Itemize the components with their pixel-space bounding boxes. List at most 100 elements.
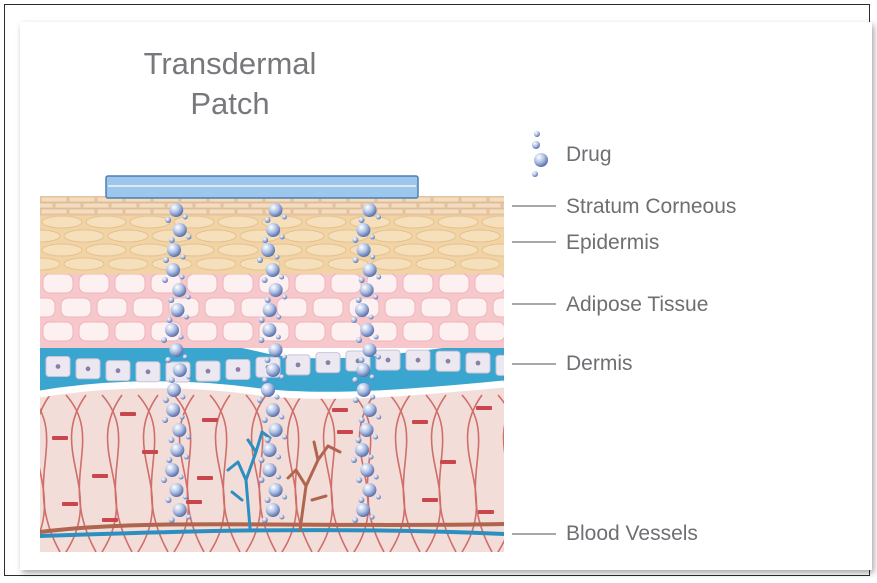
epidermis-cell [20, 258, 60, 270]
drug-particle [257, 257, 263, 263]
drug-particle [169, 237, 175, 243]
dermis-cell [496, 355, 520, 375]
drug-particle [360, 423, 374, 437]
epidermis-cell [372, 258, 412, 270]
drug-particle [184, 455, 189, 460]
drug-particle [163, 397, 169, 403]
epidermis-cell [482, 216, 522, 228]
drug-particle [374, 475, 379, 480]
drug-particle [356, 337, 362, 343]
adipose-cell [475, 322, 505, 341]
drug-particle [376, 275, 381, 280]
drug-particle [165, 217, 171, 223]
drug-particle [180, 415, 185, 420]
stratum-brick [489, 209, 515, 214]
epidermis-cell [394, 216, 434, 228]
adipose-cell [439, 274, 469, 293]
dermis-label: Dermis [566, 351, 633, 377]
drug-particle [258, 477, 264, 483]
drug-particle [358, 357, 364, 363]
drug-label: Drug [566, 142, 612, 168]
drug-particle [179, 335, 184, 340]
stratum-brick [237, 209, 263, 214]
drug-particle [262, 323, 276, 337]
epidermis-cell [372, 230, 412, 242]
drug-particle [370, 515, 375, 520]
leader-lines [512, 206, 556, 534]
epidermis-cell [130, 216, 170, 228]
adipose-cell [331, 274, 361, 293]
epidermis-cell [86, 244, 126, 256]
drug-particle [259, 317, 265, 323]
epidermis-cell [394, 244, 434, 256]
epidermis-cell [108, 258, 148, 270]
drug-particle [356, 297, 362, 303]
drug-particle [359, 417, 365, 423]
stratum-brick [391, 203, 417, 208]
adipose-cell [403, 274, 433, 293]
drug-particle [170, 443, 184, 457]
drug-particle [280, 375, 285, 380]
drug-particle [183, 355, 188, 360]
fiber-mark [412, 420, 428, 424]
drug-particle [265, 497, 271, 503]
stratum-brick [139, 203, 165, 208]
drug-particle [360, 463, 374, 477]
drug-particle [373, 435, 378, 440]
adipose-cell [61, 298, 91, 317]
drug-particle [359, 217, 365, 223]
drug-particle [262, 463, 276, 477]
drug-particle [263, 443, 277, 457]
drug-particle [266, 503, 280, 517]
drug-particle [265, 357, 271, 363]
stratum-brick [405, 209, 431, 214]
adipose-cell [295, 274, 325, 293]
drug-particle [370, 255, 375, 260]
stratum-brick [69, 197, 95, 202]
drug-particle [279, 415, 284, 420]
drug-particle [170, 303, 184, 317]
drug-particle [162, 277, 168, 283]
adipose-cell [187, 274, 217, 293]
drug-particle [169, 343, 183, 357]
drug-particle [376, 355, 381, 360]
stratum-brick [489, 197, 515, 202]
fiber-mark [62, 502, 78, 506]
drug-particle [186, 295, 191, 300]
epidermis-cell [42, 244, 82, 256]
drug-particle [357, 243, 371, 257]
stratum-brick [321, 209, 347, 214]
fiber-mark [197, 476, 213, 480]
drug-particle [186, 515, 191, 520]
stratum-brick [293, 209, 319, 214]
drug-particle [262, 277, 268, 283]
drug-particle [276, 455, 281, 460]
drug-particle [359, 277, 365, 283]
stratum-brick [377, 209, 403, 214]
drug-particle [162, 417, 168, 423]
epidermis-cell [482, 244, 522, 256]
blood-vessels-label: Blood Vessels [566, 521, 698, 547]
drug-particle [352, 517, 358, 523]
adipose-cell [79, 322, 109, 341]
drug-particle [355, 303, 369, 317]
fiber-mark [440, 460, 456, 464]
dermis-cell-nucleus [146, 369, 151, 374]
drug-particle [167, 243, 181, 257]
epidermis-cell [504, 258, 544, 270]
drug-particle [376, 415, 381, 420]
adipose-cell [295, 322, 325, 341]
epidermis-cell [460, 258, 500, 270]
drug-particle [259, 457, 265, 463]
epidermis-cell [196, 230, 236, 242]
drug-particle [360, 323, 374, 337]
drug-particle [363, 203, 377, 217]
adipose-cell [25, 298, 55, 317]
adipose-cell [421, 298, 451, 317]
stratum-brick [27, 203, 53, 208]
drug-particle [373, 295, 378, 300]
drug-particle [261, 243, 275, 257]
drug-particle [266, 263, 280, 277]
dermis-cell-nucleus [386, 358, 391, 363]
epidermis-cell [130, 244, 170, 256]
